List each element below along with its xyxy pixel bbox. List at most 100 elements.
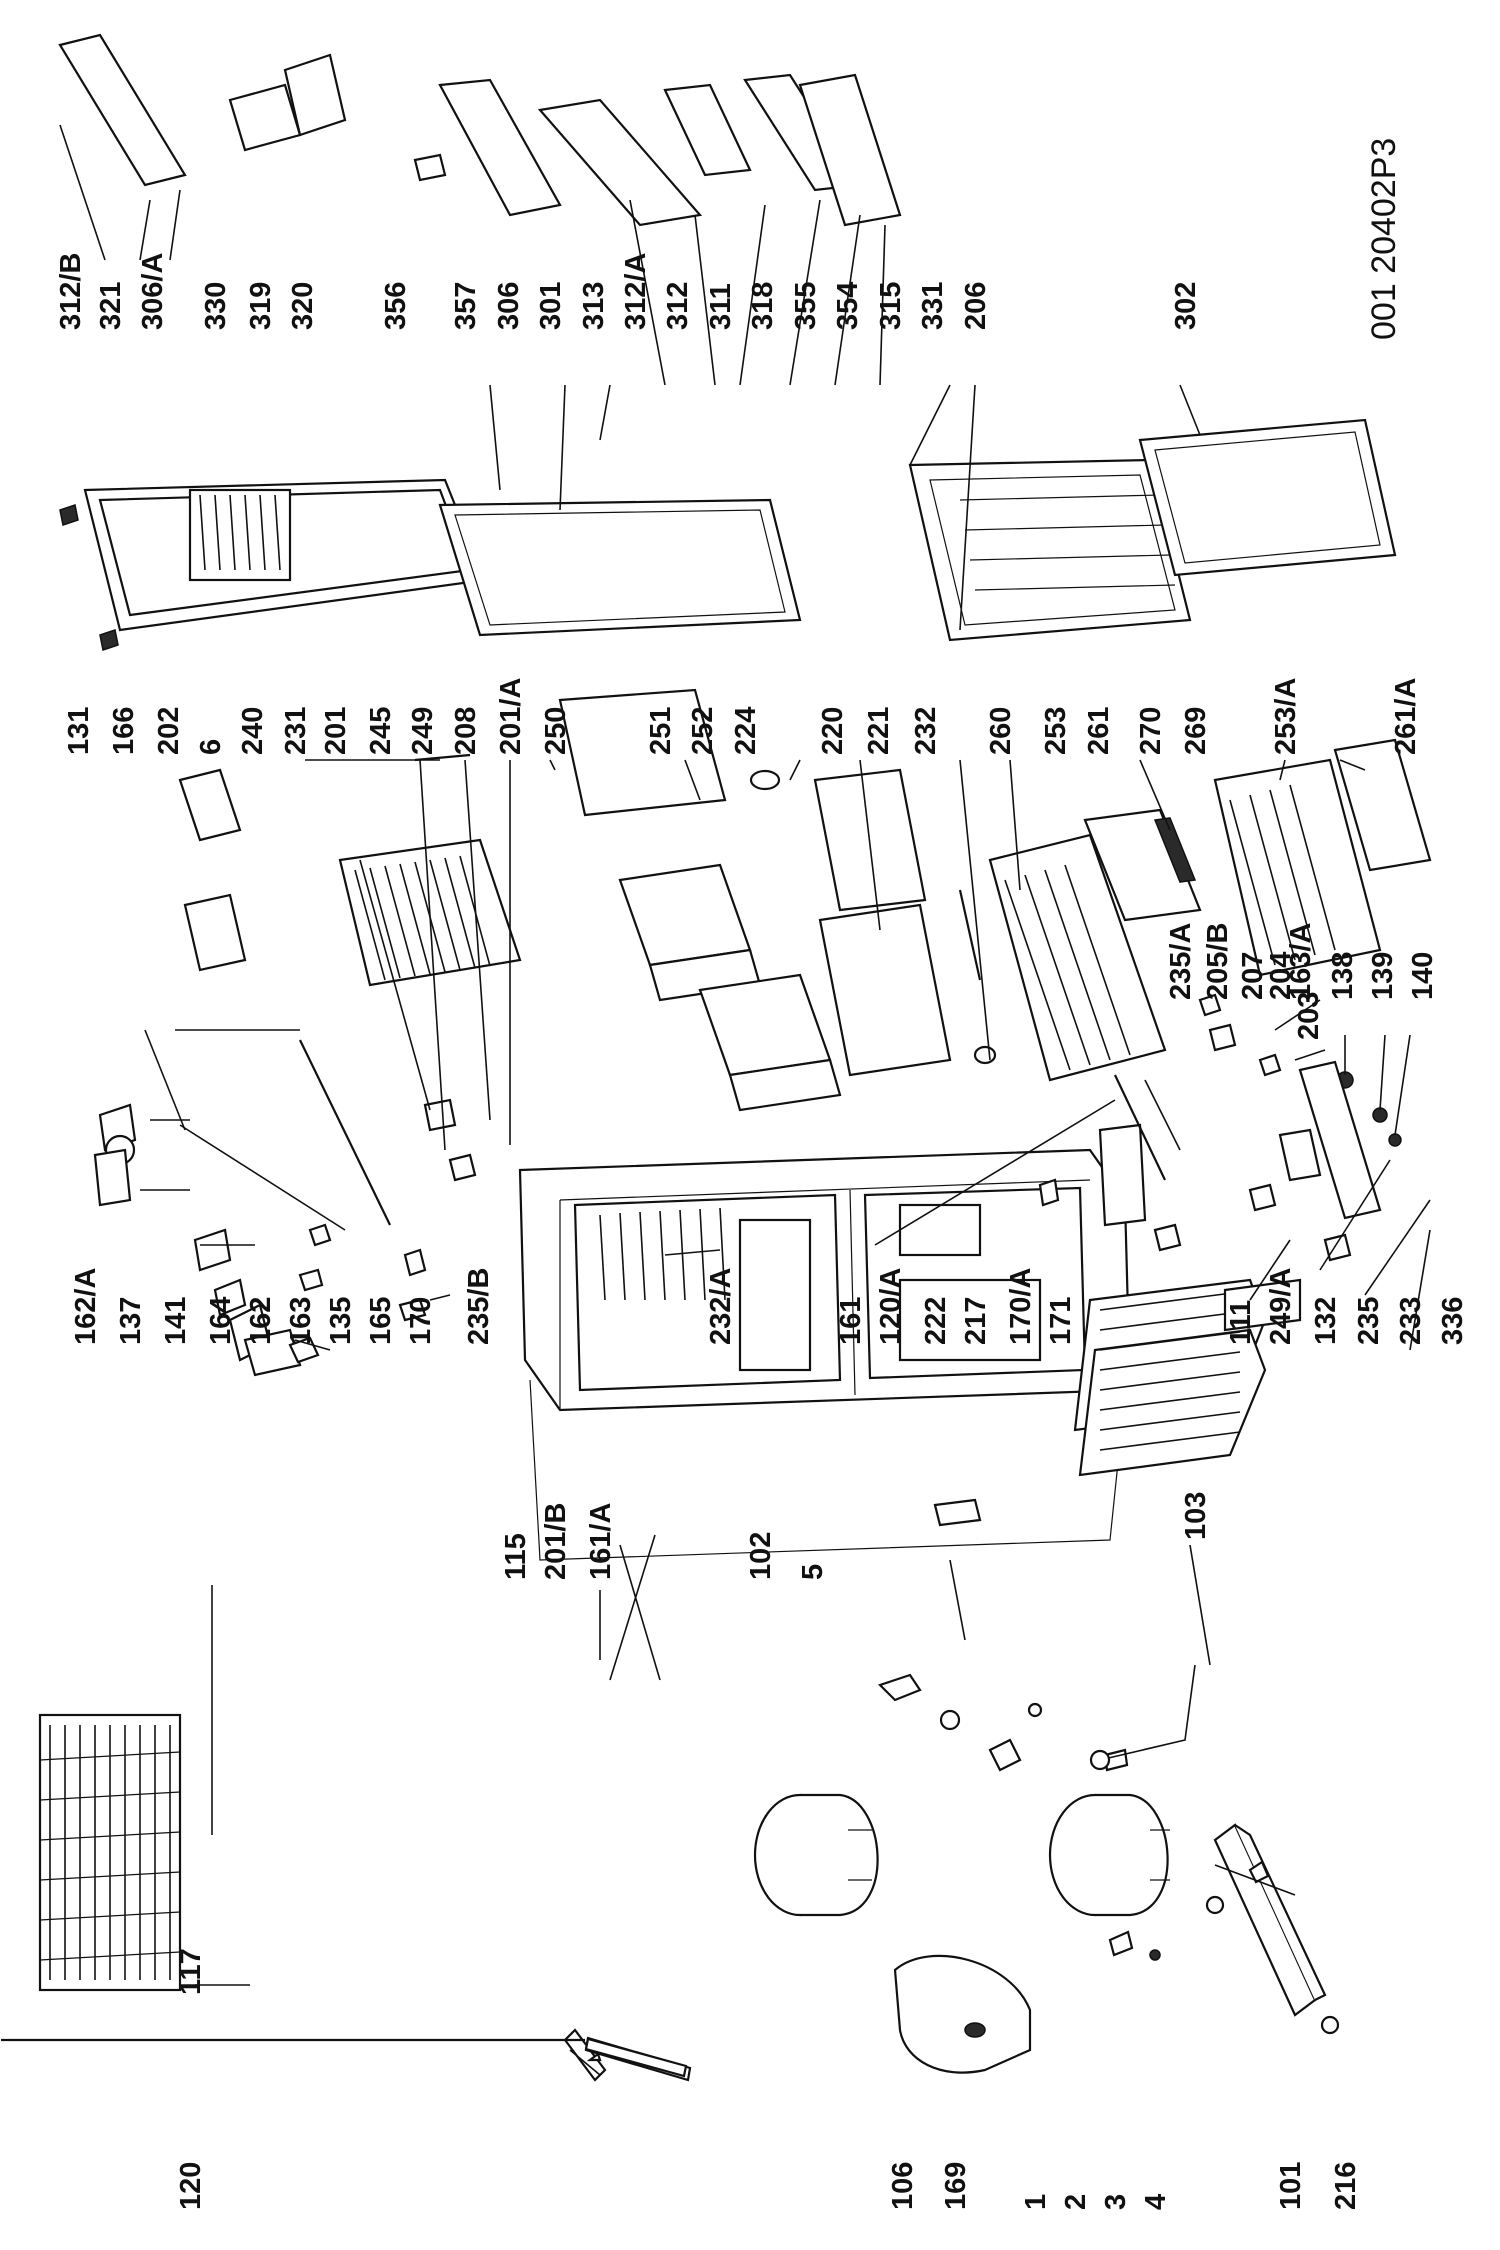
callout-232: 232 [910,707,942,755]
callout-312a: 312/A [620,253,652,330]
callout-216: 216 [1330,2162,1362,2210]
callout-1: 1 [1020,2194,1052,2210]
callout-330: 330 [200,282,232,330]
callout-201b: 201/B [540,1503,572,1580]
callout-164: 164 [205,1297,237,1345]
callout-6: 6 [195,739,227,755]
callout-224: 224 [730,707,762,755]
callout-217: 217 [960,1297,992,1345]
callout-320: 320 [287,282,319,330]
callout-101: 101 [1275,2162,1307,2210]
callout-235a: 235/A [1165,923,1197,1000]
callout-203: 203 [1293,992,1325,1040]
callout-249a: 249/A [1265,1268,1297,1345]
door-trays [58,33,902,227]
callout-205b: 205/B [1202,923,1234,1000]
callout-312: 312 [662,282,694,330]
callout-253: 253 [1040,707,1072,755]
callout-331: 331 [917,282,949,330]
callout-117: 117 [175,1948,207,1995]
callout-321: 321 [95,282,127,330]
callout-162: 162 [245,1297,277,1345]
callout-201a: 201/A [495,678,527,755]
callout-162a: 162/A [70,1268,102,1345]
callout-356: 356 [380,282,412,330]
callout-171: 171 [1045,1297,1077,1345]
crisper-shelves [1073,1278,1302,1477]
callout-120a: 120/A [875,1268,907,1345]
callout-240: 240 [237,707,269,755]
callout-169: 169 [940,2162,972,2210]
callout-135: 135 [325,1297,357,1345]
callout-labels: 117 120 106 169 1 2 3 4 101 216 115 201/… [55,138,1469,2210]
callout-301: 301 [535,282,567,330]
callout-252: 252 [687,707,719,755]
cabinet-body [518,1148,1132,1412]
callout-161: 161 [835,1297,867,1345]
fridge-door-330 [59,478,487,651]
callout-235b: 235/B [463,1268,495,1345]
callout-166: 166 [108,707,140,755]
callout-222: 222 [920,1297,952,1345]
callout-318: 318 [747,282,779,330]
callout-306a: 306/A [137,253,169,330]
callout-313: 313 [578,282,610,330]
callout-163a: 163/A [1285,923,1317,1000]
callout-140: 140 [1407,952,1439,1000]
condenser-coil [38,1713,182,1992]
callout-354: 354 [832,282,864,330]
callout-208: 208 [450,707,482,755]
pipe-rod [584,2037,688,2078]
callout-249: 249 [407,707,439,755]
left-small-parts [98,1103,427,1377]
callout-315: 315 [875,282,907,330]
callout-253a: 253/A [1270,678,1302,755]
callout-206: 206 [960,282,992,330]
callout-306: 306 [493,282,525,330]
callout-231: 231 [280,707,312,755]
callout-221: 221 [863,707,895,755]
callout-139: 139 [1367,952,1399,1000]
callout-3: 3 [1100,2194,1132,2210]
callout-251: 251 [645,707,677,755]
knob-232 [973,1045,997,1065]
freezer-drawers [618,863,842,1112]
baskets [988,738,1432,1082]
callout-132: 132 [1310,1297,1342,1345]
callout-235: 235 [1353,1297,1385,1345]
callout-319: 319 [245,282,277,330]
callout-270: 270 [1135,707,1167,755]
callout-245: 245 [365,707,397,755]
callout-336: 336 [1437,1297,1469,1345]
callout-302: 302 [1170,282,1202,330]
callout-207: 207 [1237,952,1269,1000]
callout-141: 141 [160,1297,192,1345]
callout-165: 165 [365,1297,397,1345]
callout-269: 269 [1180,707,1212,755]
thermostat-capillary [1099,1664,1196,1761]
callout-204: 204 [1265,952,1297,1000]
callout-311: 311 [705,283,737,330]
compressor-lower [1048,1793,1170,1917]
hinge-parts [1038,993,1402,1262]
callout-115: 115 [500,1533,532,1580]
callout-202: 202 [153,707,185,755]
callout-131: 131 [63,707,95,755]
thermostat-bulb [1089,1749,1111,1771]
callout-4: 4 [1140,2194,1172,2210]
fan-cover-224 [749,769,781,791]
door-shelves [813,768,982,1077]
rating-plate [933,1498,982,1527]
callout-260: 260 [985,707,1017,755]
callout-357: 357 [450,282,482,330]
callout-233: 233 [1395,1297,1427,1345]
callout-137: 137 [115,1297,147,1345]
callout-170a: 170/A [1005,1268,1037,1345]
compressor-upper [753,1793,879,1917]
callout-170: 170 [405,1297,437,1345]
callout-111: 111 [1225,1300,1257,1345]
callout-220: 220 [817,707,849,755]
callout-5: 5 [797,1564,829,1580]
door-gasket-301 [438,498,802,637]
